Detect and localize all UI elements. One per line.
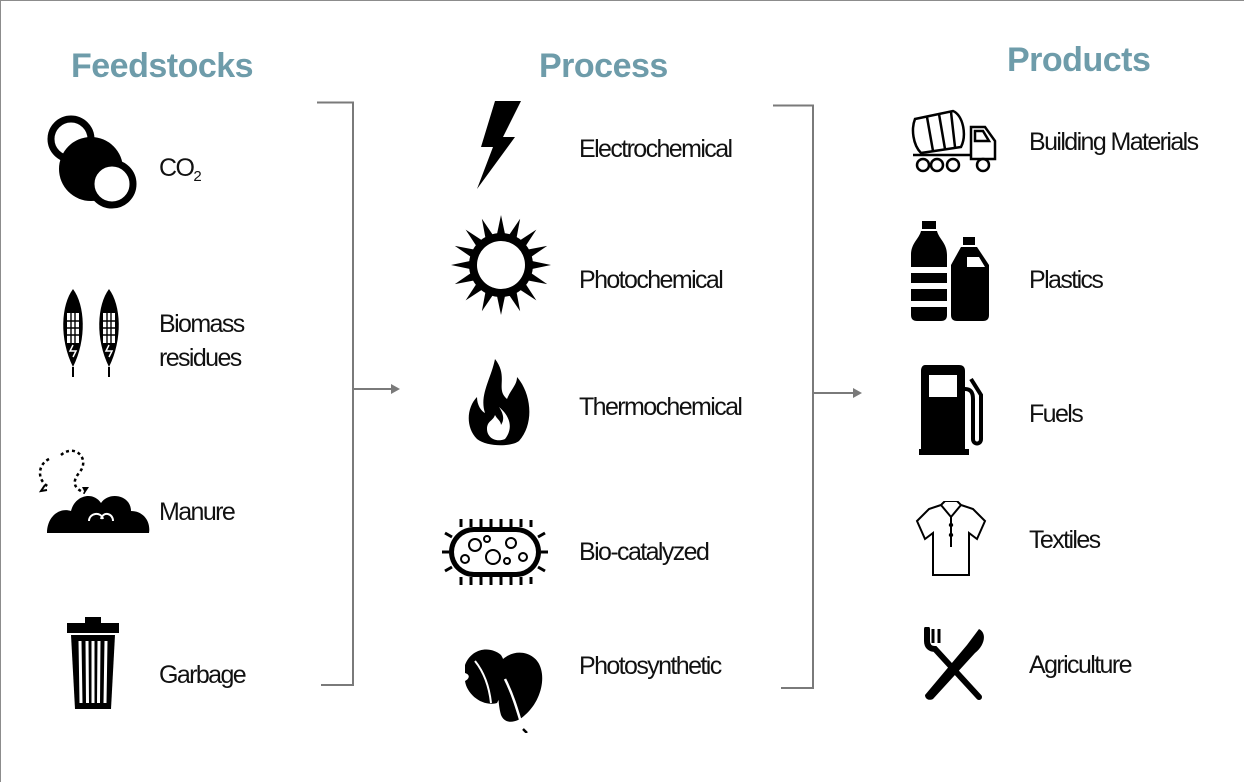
shirt-icon — [915, 501, 987, 577]
biomass-label-line2: residues — [159, 344, 242, 372]
plastics-label: Plastics — [1029, 266, 1104, 294]
feedstocks-to-process-arrow — [353, 382, 401, 396]
plastic-bottles-icon — [909, 221, 993, 321]
fork-knife-icon — [919, 627, 989, 701]
thermochemical-label: Thermochemical — [579, 393, 743, 421]
building-materials-label: Building Materials — [1029, 128, 1199, 156]
manure-label: Manure — [159, 498, 236, 526]
manure-icon — [31, 445, 155, 537]
corn-icon — [53, 283, 129, 379]
leaves-icon — [461, 645, 545, 733]
trash-can-icon — [65, 615, 121, 711]
bacterium-icon — [441, 517, 549, 587]
sun-icon — [451, 209, 551, 321]
photosynthetic-label: Photosynthetic — [579, 652, 722, 680]
textiles-label: Textiles — [1029, 526, 1101, 554]
feedstocks-heading: Feedstocks — [71, 47, 254, 85]
garbage-label: Garbage — [159, 661, 247, 689]
photochemical-label: Photochemical — [579, 266, 724, 294]
feedstocks-bracket — [317, 101, 357, 689]
electrochemical-label: Electrochemical — [579, 135, 733, 163]
bio-catalyzed-label: Bio-catalyzed — [579, 538, 710, 566]
cement-truck-icon — [909, 109, 997, 177]
products-heading: Products — [1007, 41, 1151, 79]
co2-label: CO2 — [159, 154, 202, 185]
fuels-label: Fuels — [1029, 400, 1084, 428]
co2-molecule-icon — [45, 109, 137, 217]
process-bracket — [773, 104, 817, 690]
fuel-pump-icon — [919, 365, 985, 455]
flame-icon — [465, 359, 533, 447]
agriculture-label: Agriculture — [1029, 651, 1133, 679]
process-heading: Process — [539, 47, 668, 85]
process-to-products-arrow — [813, 386, 863, 400]
lightning-bolt-icon — [473, 101, 523, 189]
biomass-label-line1: Biomass — [159, 310, 245, 338]
